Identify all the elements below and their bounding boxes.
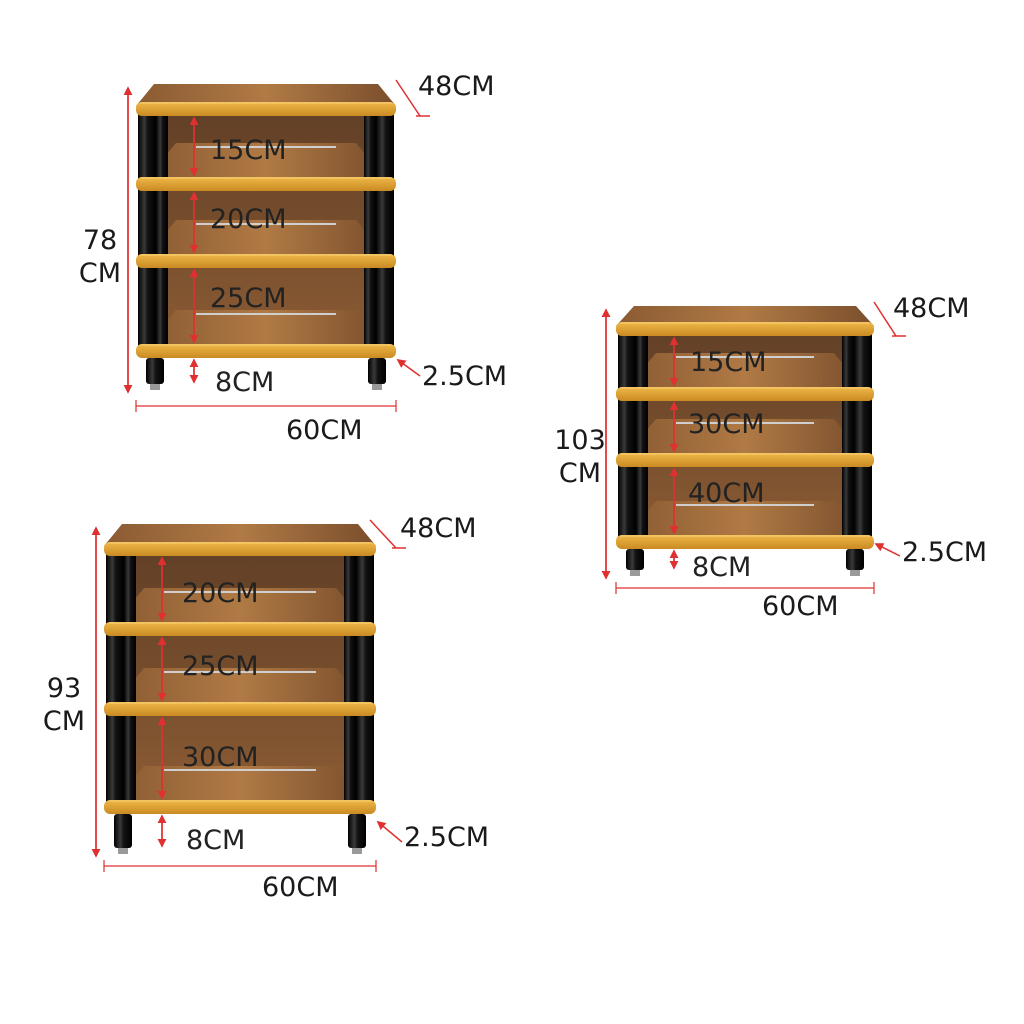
gap-label: 25CM: [210, 283, 287, 314]
front-pillar: [854, 330, 872, 543]
front-pillar: [106, 550, 124, 808]
shelf-trim: [104, 622, 376, 636]
gap-label: 25CM: [182, 651, 259, 682]
rack-103: [601, 301, 906, 594]
rear-pillar: [124, 550, 136, 808]
rack-93: [91, 519, 406, 872]
foot: [846, 549, 864, 570]
front-pillar: [618, 330, 636, 543]
shelf-trim: [616, 387, 874, 401]
rear-pillar: [842, 330, 854, 543]
shelf-trim: [616, 535, 874, 549]
depth-dimension-line: [395, 79, 421, 117]
gap-label: 40CM: [688, 478, 765, 509]
width-label: 60CM: [762, 591, 839, 622]
shelf-trim: [136, 177, 396, 191]
total-height-label: 78 CM: [72, 224, 128, 290]
gap-label: 20CM: [182, 578, 259, 609]
foot: [114, 814, 132, 848]
shelf-trim: [104, 800, 376, 814]
rear-pillar: [156, 110, 168, 352]
height-unit: CM: [42, 706, 86, 737]
foot-spike: [372, 384, 382, 390]
thickness-pointer-arrow: [874, 543, 901, 557]
gap-label: 8CM: [186, 825, 246, 856]
foot: [626, 549, 644, 570]
top-shelf-trim: [616, 322, 874, 336]
shelf-trim: [616, 453, 874, 467]
width-label: 60CM: [262, 872, 339, 903]
shelf-trim: [104, 702, 376, 716]
gap-label: 20CM: [210, 204, 287, 235]
top-surface: [104, 524, 376, 546]
foot-spike: [150, 384, 160, 390]
gap-label: 15CM: [210, 135, 287, 166]
top-surface: [136, 84, 396, 106]
depth-dimension-line: [369, 519, 397, 549]
height-unit: CM: [78, 258, 122, 289]
rear-pillar: [364, 110, 376, 352]
foot: [368, 358, 386, 384]
width-label: 60CM: [286, 415, 363, 446]
shelf-trim: [136, 344, 396, 358]
gap-label: 8CM: [215, 367, 275, 398]
height-unit: CM: [558, 458, 602, 489]
gap-label: 15CM: [690, 347, 767, 378]
height-value: 93: [46, 673, 82, 704]
top-shelf-trim: [136, 102, 396, 116]
front-pillar: [138, 110, 156, 352]
front-pillar: [376, 110, 394, 352]
top-shelf-trim: [104, 542, 376, 556]
depth-label: 48CM: [418, 71, 495, 102]
foot: [348, 814, 366, 848]
shelf-surface: [146, 310, 386, 346]
shelf-trim: [136, 254, 396, 268]
gap-label: 30CM: [182, 742, 259, 773]
foot: [146, 358, 164, 384]
rear-pillar: [344, 550, 356, 808]
height-value: 78: [82, 225, 118, 256]
foot-spike: [118, 848, 128, 854]
foot-spike: [352, 848, 362, 854]
gap-label: 30CM: [688, 409, 765, 440]
foot-spike: [630, 570, 640, 576]
total-height-label: 103 CM: [550, 424, 610, 490]
top-surface: [616, 306, 874, 326]
shelf-thickness-label: 2.5CM: [422, 361, 508, 392]
depth-label: 48CM: [893, 293, 970, 324]
gap-label: 8CM: [692, 552, 752, 583]
total-height-label: 93 CM: [36, 672, 92, 738]
shelf-thickness-label: 2.5CM: [902, 537, 988, 568]
foot-spike: [850, 570, 860, 576]
thickness-pointer-arrow: [376, 820, 403, 843]
rack-78: [123, 79, 430, 412]
thickness-pointer-arrow: [396, 358, 421, 377]
rear-pillar: [636, 330, 648, 543]
height-value: 103: [554, 425, 606, 456]
front-pillar: [356, 550, 374, 808]
shelf-thickness-label: 2.5CM: [404, 822, 490, 853]
depth-label: 48CM: [400, 513, 477, 544]
